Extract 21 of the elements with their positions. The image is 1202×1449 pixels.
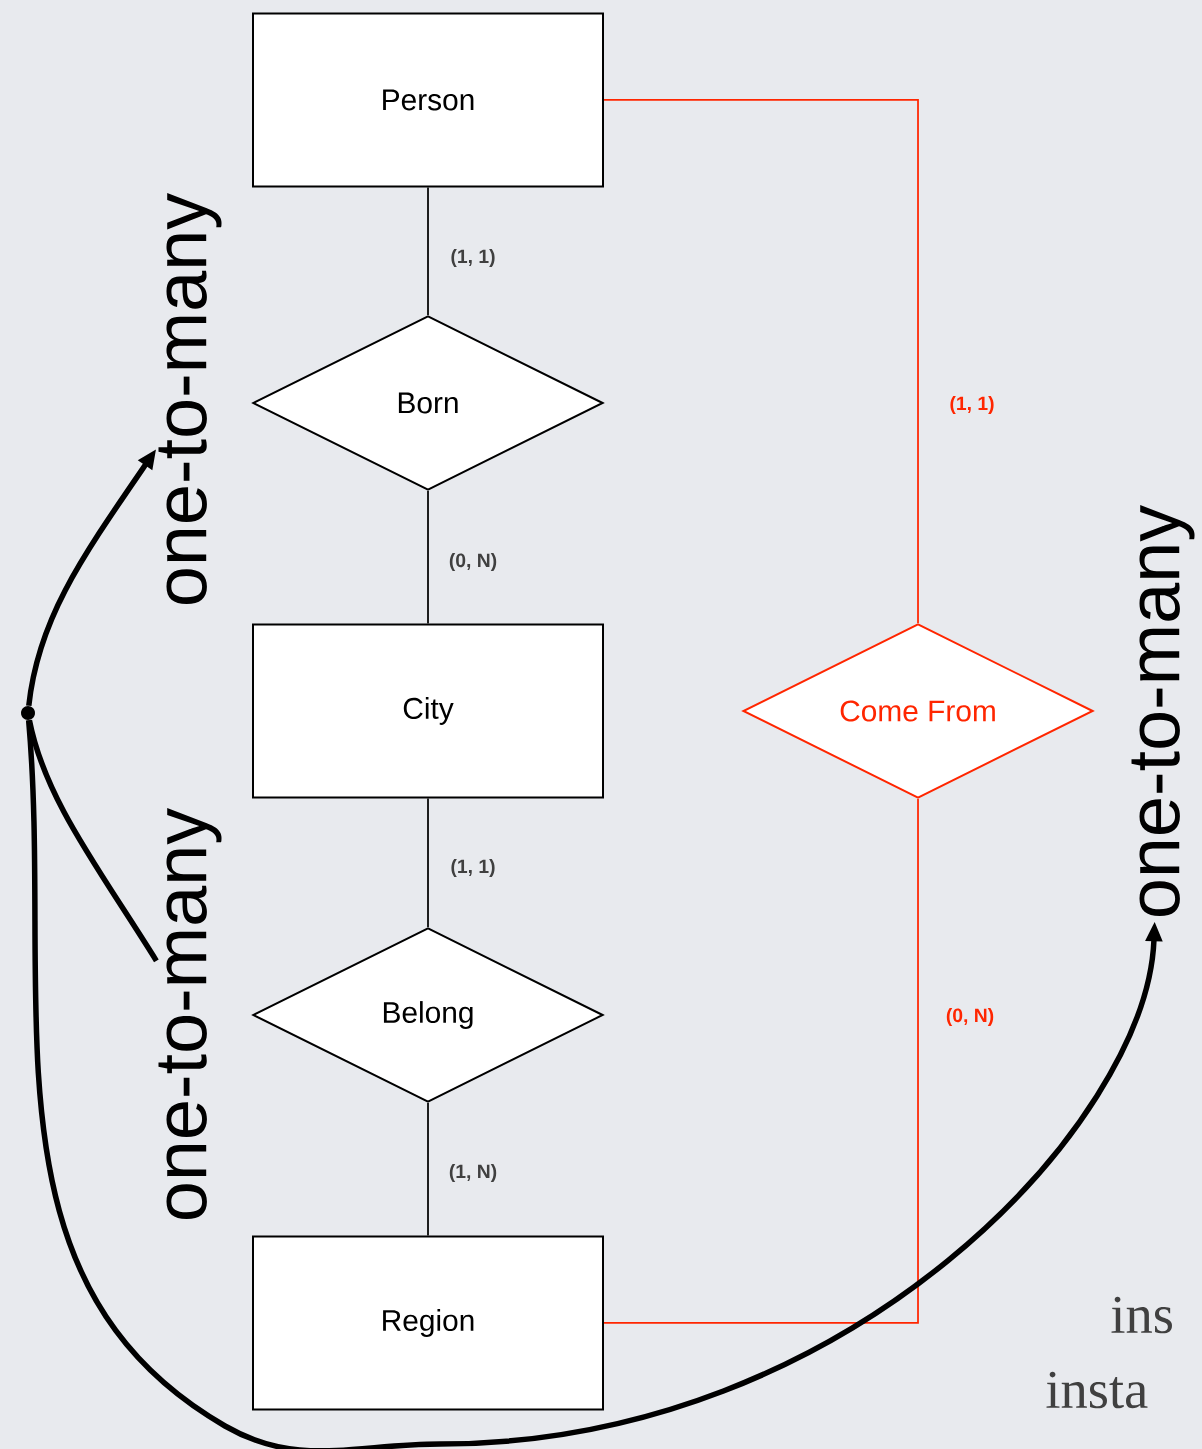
text-label: ins bbox=[1111, 1296, 1172, 1334]
connector bbox=[603, 99, 919, 624]
rotated-text: one-to-many bbox=[158, 808, 222, 1220]
entity-box: Region bbox=[252, 1235, 604, 1411]
edge-label: (1, N) bbox=[447, 1162, 499, 1184]
edge-label: (1, 1) bbox=[947, 394, 997, 416]
connector bbox=[427, 797, 429, 928]
rotated-text: one-to-many bbox=[1131, 505, 1195, 917]
connector bbox=[427, 490, 429, 625]
entity-box: Person bbox=[252, 12, 604, 188]
connector bbox=[427, 186, 429, 316]
text-label: insta bbox=[1046, 1371, 1148, 1409]
rotated-text: one-to-many bbox=[158, 193, 222, 605]
edge-label: (1, 1) bbox=[448, 247, 498, 269]
connector bbox=[603, 798, 919, 1324]
entity-box: City bbox=[252, 623, 604, 799]
edge-label: (0, N) bbox=[944, 1006, 996, 1028]
connector bbox=[427, 1102, 429, 1237]
edge-label: (1, 1) bbox=[448, 857, 498, 879]
junction-dot bbox=[21, 706, 35, 720]
edge-label: (0, N) bbox=[447, 551, 499, 573]
